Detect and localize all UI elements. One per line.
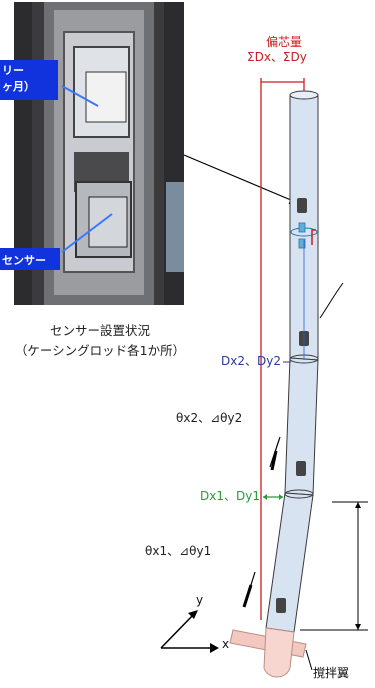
dx1-label: Dx1、Dy1 <box>200 489 260 503</box>
sensor-lower-2 <box>276 598 286 613</box>
sensor-upper <box>297 198 307 213</box>
mixing-blade-label: 撹拌翼 <box>313 666 350 680</box>
dx1-arrowheads <box>263 494 283 500</box>
theta1-label: θx1、⊿θy1 <box>145 544 212 558</box>
axis-y-arrow <box>188 610 198 619</box>
axis-x-label: x <box>222 637 230 651</box>
direction-indicator <box>311 229 316 245</box>
theta2-line-2 <box>270 450 278 471</box>
caption-line2: （ケーシングロッド各1か所） <box>14 343 186 358</box>
casing-tip <box>263 627 295 678</box>
casing-leader-line <box>319 282 344 319</box>
photo-tag-top-line2: ヶ月） <box>2 80 35 93</box>
axis-x-arrow <box>210 643 219 653</box>
photo-illustration <box>14 2 184 305</box>
blade-leader-line <box>305 649 313 671</box>
axis-y-label: y <box>196 593 204 607</box>
theta1-line-2 <box>242 584 253 608</box>
eccentricity-symbols: ΣDx、ΣDy <box>247 50 307 64</box>
caption-line1: センサー設置状況 <box>49 323 150 338</box>
casing-lower <box>265 492 314 633</box>
dx2-label: Dx2、Dy2 <box>221 354 281 368</box>
photo-tag-bottom-label: センサー <box>2 254 46 267</box>
photo-tag-bottom: センサー <box>0 248 60 270</box>
casing-joint-lower <box>284 489 314 499</box>
axis-y <box>160 611 197 649</box>
photo-leader-line <box>183 154 300 205</box>
sensor-lower-1 <box>296 461 306 476</box>
measuring-unit-bottom <box>298 238 306 249</box>
eccentricity-title: 偏芯量 <box>266 35 303 49</box>
photo-tag-top: リー ヶ月） <box>0 60 58 100</box>
measuring-unit-top <box>298 222 306 233</box>
sensor-installation-photo <box>14 2 184 305</box>
casing-top-opening <box>289 90 319 100</box>
photo-tag-top-line1: リー <box>2 64 24 77</box>
theta2-label: θx2、⊿θy2 <box>176 411 243 425</box>
